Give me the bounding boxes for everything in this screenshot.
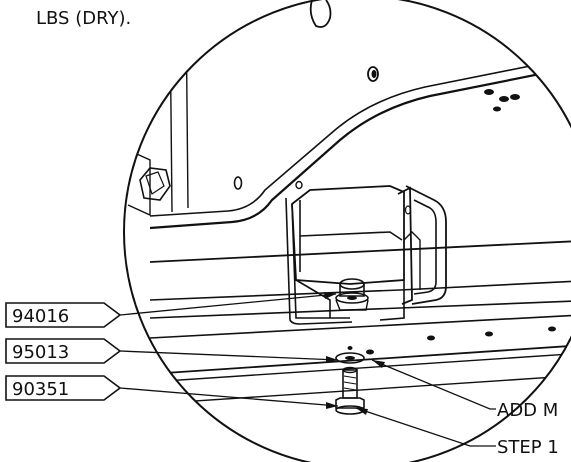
mount-hole bbox=[295, 180, 303, 190]
note-add: ADD M bbox=[371, 359, 558, 421]
callout-94016: 94016 bbox=[5, 292, 337, 328]
rail-hole bbox=[427, 335, 435, 341]
header-text: LBS (DRY). bbox=[36, 8, 131, 29]
detail-circle bbox=[123, 0, 571, 462]
slot-hole bbox=[493, 106, 501, 112]
callout-part-number: 94016 bbox=[12, 306, 69, 327]
side-bolt bbox=[127, 149, 171, 217]
callout-95013: 95013 bbox=[5, 338, 339, 364]
note-text: ADD M bbox=[497, 400, 558, 421]
nut-stack bbox=[335, 278, 369, 311]
bracket bbox=[285, 185, 447, 325]
slot-hole bbox=[499, 96, 509, 102]
callout-part-number: 95013 bbox=[12, 342, 69, 363]
mount-hole bbox=[367, 66, 379, 82]
washer bbox=[335, 352, 365, 364]
slot-hole bbox=[484, 89, 494, 95]
callout-part-number: 90351 bbox=[12, 379, 69, 400]
mount-hole bbox=[233, 176, 243, 190]
rail-hole bbox=[366, 349, 374, 355]
note-step: STEP 1 bbox=[355, 407, 559, 458]
callout-90351: 90351 bbox=[5, 375, 339, 409]
rail bbox=[149, 239, 571, 405]
rail-hole bbox=[548, 326, 556, 332]
note-text: STEP 1 bbox=[497, 437, 559, 458]
detail-artwork bbox=[127, 0, 571, 415]
slot-hole bbox=[510, 94, 520, 100]
rail-hole bbox=[485, 331, 493, 337]
bolt bbox=[335, 366, 365, 415]
